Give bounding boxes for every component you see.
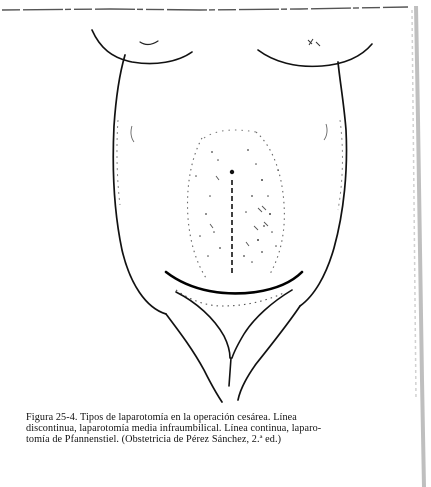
- pfannenstiel-incision: [166, 272, 302, 293]
- pubic-line: [229, 358, 231, 386]
- abdominal-dotted-top: [204, 130, 256, 138]
- right-groin-line: [232, 290, 292, 358]
- abdominal-dotted-outline: [188, 138, 206, 278]
- left-groin-line: [176, 292, 230, 358]
- right-waist-crease: [324, 124, 327, 140]
- left-side-shading: [117, 120, 120, 205]
- caption-line: Figura 25-4. Tipos de laparotomía en la …: [26, 412, 424, 423]
- right-leg-contour: [238, 306, 300, 400]
- left-breast-outline: [92, 30, 192, 64]
- umbilicus: [230, 170, 234, 174]
- caption-line: discontinua, laparotomía media infraumbi…: [26, 423, 424, 434]
- top-scan-border: [2, 7, 408, 10]
- stipple-marks: [195, 149, 279, 263]
- right-waist-contour: [300, 62, 347, 306]
- hatch-accents: [210, 176, 268, 246]
- left-nipple: [140, 41, 158, 45]
- abdominal-dotted-outline-right: [256, 132, 284, 274]
- right-side-shading: [338, 120, 342, 210]
- left-waist-contour: [113, 55, 166, 314]
- left-leg-contour: [166, 314, 222, 402]
- left-waist-crease: [131, 126, 134, 142]
- figure-caption: Figura 25-4. Tipos de laparotomía en la …: [26, 412, 424, 445]
- right-breast-outline: [258, 44, 372, 66]
- right-nipple: [308, 39, 320, 46]
- caption-line: tomía de Pfannenstiel. (Obstetricia de P…: [26, 434, 424, 445]
